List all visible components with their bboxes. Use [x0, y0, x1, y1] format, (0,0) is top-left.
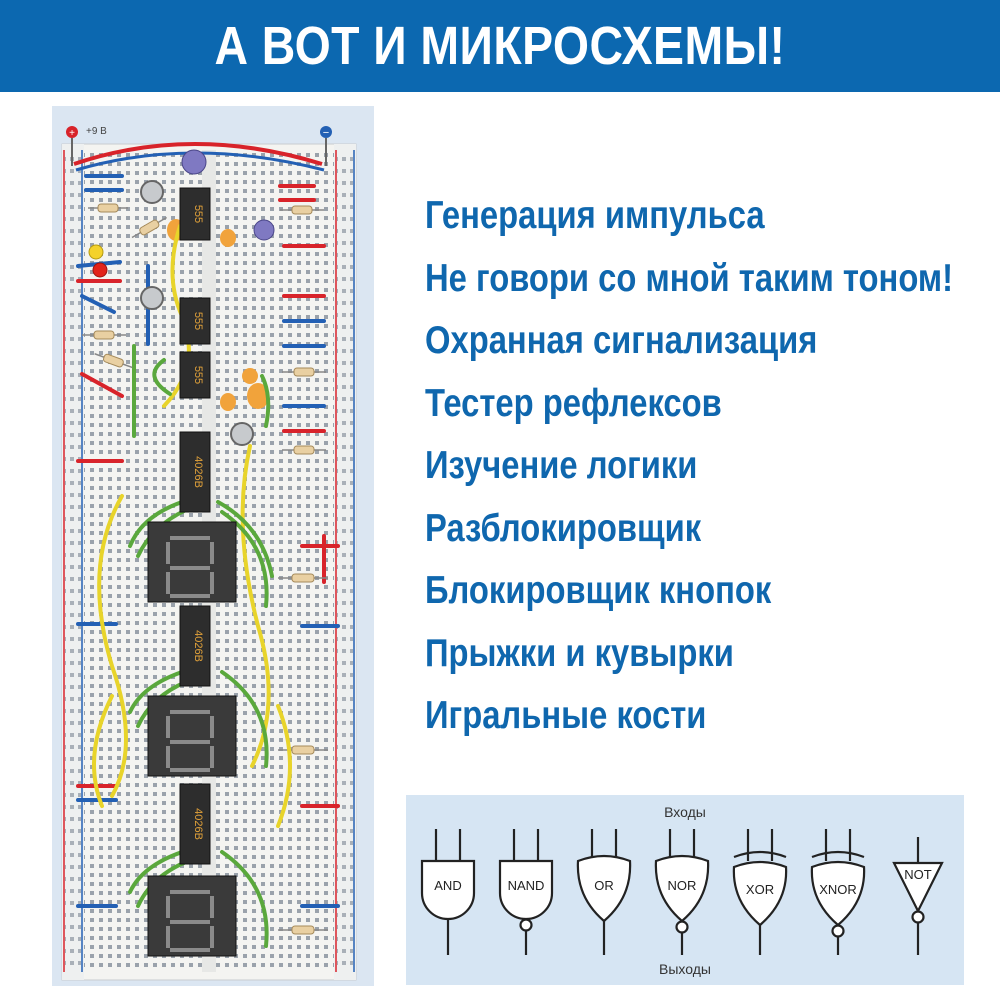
seven-segment-display-1: [147, 521, 237, 603]
project-item: Тестер рефлексов: [425, 381, 722, 425]
svg-text:−: −: [323, 127, 329, 139]
plus-terminal: +: [66, 126, 78, 166]
ic-label: 555: [192, 366, 204, 384]
outputs-caption: Выходы: [659, 961, 711, 977]
not-gate-symbol: [892, 837, 944, 955]
project-item: Прыжки и кувырки: [425, 631, 734, 675]
ic-4026b-3: 4026B: [179, 783, 211, 865]
seven-segment-display-3: [147, 875, 237, 957]
page-title: А ВОТ И МИКРОСХЕМЫ!: [214, 16, 786, 76]
breadboard-illustration: + +9 В −: [52, 106, 374, 986]
svg-text:+: +: [69, 128, 75, 139]
project-item: Блокировщик кнопок: [425, 569, 772, 612]
ic-label: 4026B: [192, 808, 204, 840]
minus-terminal: −: [320, 126, 332, 166]
gate-label-nand: NAND: [507, 878, 545, 893]
resistors: [82, 203, 328, 935]
ic-label: 4026B: [192, 456, 204, 488]
project-item: Игральные кости: [425, 694, 707, 737]
gate-label-xnor: XNOR: [819, 882, 857, 897]
gate-label-or: OR: [594, 878, 614, 893]
breadboard-svg: + +9 В −: [61, 126, 357, 981]
logic-gates-svg: [420, 829, 944, 955]
gate-label-nor: NOR: [667, 878, 697, 893]
gate-label-xor: XOR: [745, 882, 775, 897]
seven-segment-display-2: [147, 695, 237, 777]
nand-gate-symbol: [498, 829, 554, 955]
logic-gates-panel: Входы: [406, 795, 964, 985]
header-banner: А ВОТ И МИКРОСХЕМЫ!: [0, 0, 1000, 92]
ic-label: 555: [192, 312, 204, 330]
project-item: Генерация импульса: [425, 194, 765, 237]
ic-555-1: 555: [179, 187, 211, 241]
ic-555-2: 555: [179, 297, 211, 345]
nor-gate-symbol: [654, 829, 710, 955]
project-item: Разблокировщик: [425, 506, 702, 550]
potentiometers: [140, 180, 254, 446]
inputs-caption: Входы: [664, 804, 706, 820]
project-item: Охранная сигнализация: [425, 319, 818, 362]
project-item: Не говори со мной таким тоном!: [425, 256, 954, 300]
project-item: Изучение логики: [425, 444, 698, 487]
xor-gate-symbol: [732, 829, 788, 955]
plus-voltage-label: +9 В: [86, 126, 107, 137]
ic-label: 555: [192, 205, 204, 223]
project-list: Генерация импульса Не говори со мной так…: [425, 190, 1000, 753]
leds: [88, 244, 108, 278]
or-gate-symbol: [576, 829, 632, 955]
and-gate-symbol: [420, 829, 476, 955]
gate-label-not: NOT: [904, 867, 932, 882]
ic-555-3: 555: [179, 351, 211, 399]
ic-label: 4026B: [192, 630, 204, 662]
xnor-gate-symbol: [810, 829, 866, 955]
ic-4026b-2: 4026B: [179, 605, 211, 687]
gate-label-and: AND: [434, 878, 462, 893]
ic-4026b-1: 4026B: [179, 431, 211, 513]
